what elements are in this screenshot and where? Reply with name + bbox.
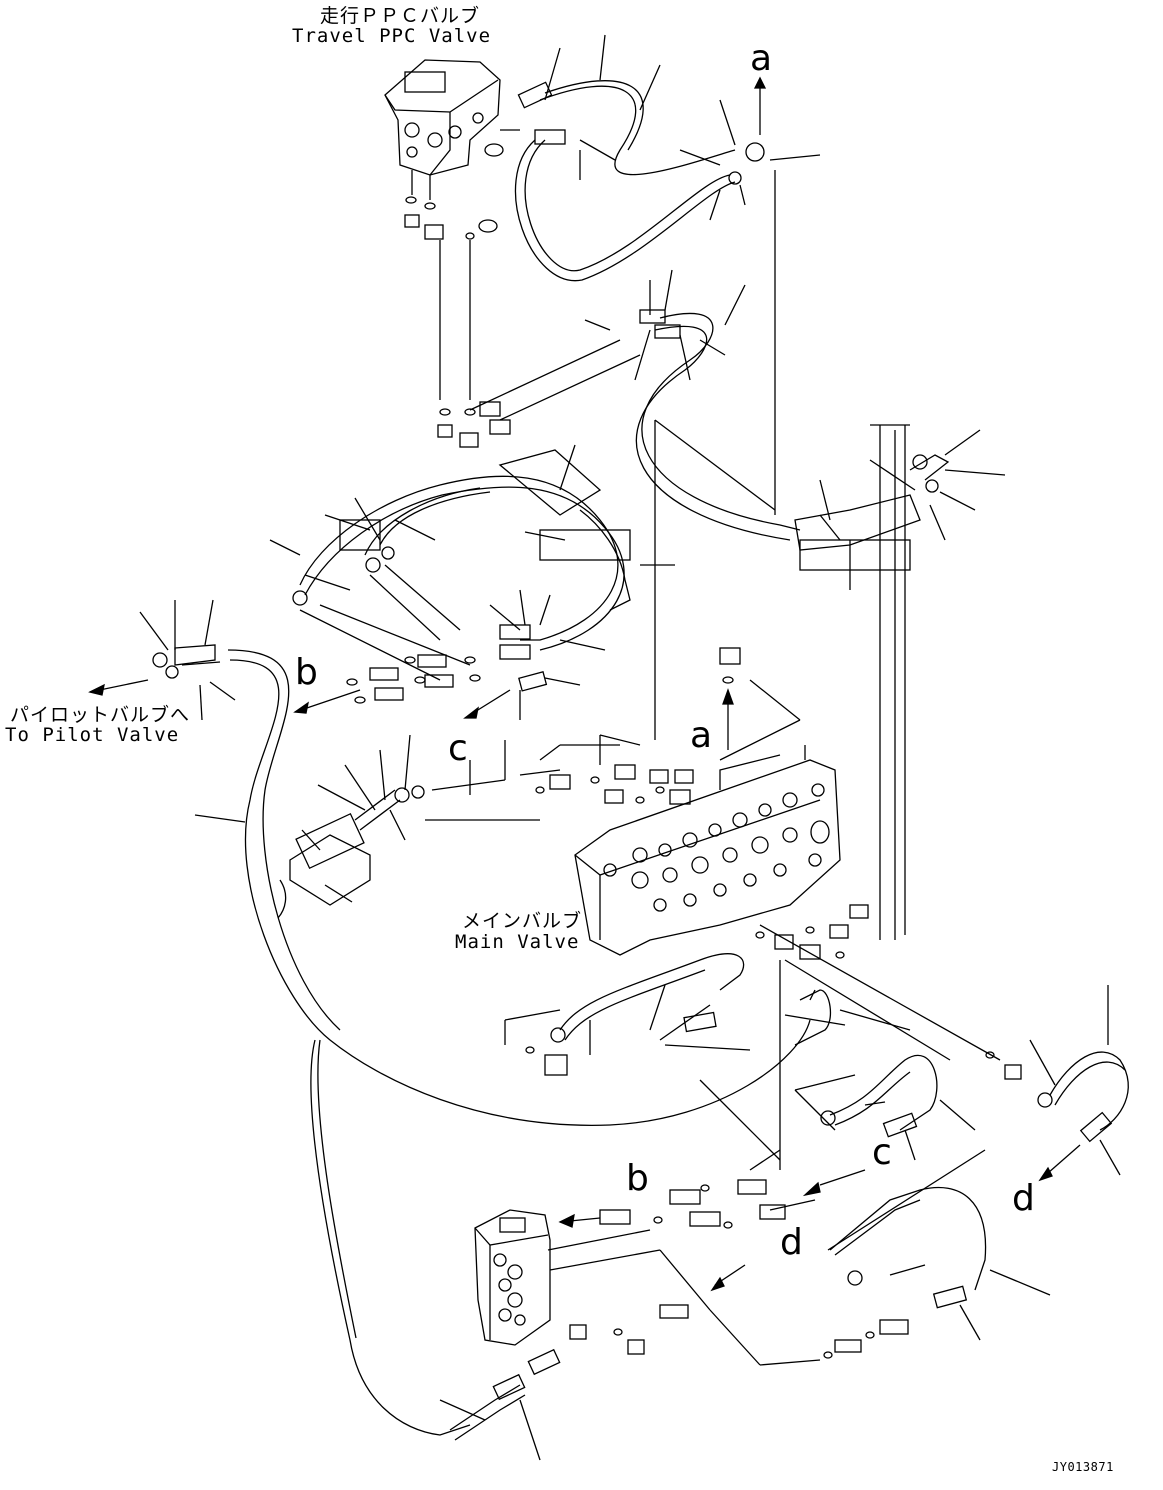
ref-letter-b-bottom: b xyxy=(626,1158,649,1199)
main-valve xyxy=(469,745,841,956)
pilot-valve-label-jp: パイロットバルブへ xyxy=(10,704,191,726)
ref-letter-c-top: c xyxy=(448,728,468,769)
pilot-hose-tail xyxy=(310,1039,561,1461)
left-hose-bundle xyxy=(269,444,675,720)
ref-letter-c-bottom: c xyxy=(872,1132,892,1173)
pilot-valve-block xyxy=(474,1149,866,1355)
ref-letter-d-bottom: d xyxy=(780,1222,803,1263)
main-valve-fittings xyxy=(535,647,1001,1170)
travel-ppc-valve xyxy=(384,59,504,400)
mid-left-assembly xyxy=(277,734,540,919)
pilot-valve-label-en: To Pilot Valve xyxy=(5,724,180,746)
drawing-code: JY013871 xyxy=(1052,1460,1114,1474)
pilot-hose xyxy=(88,599,811,1126)
travel-ppc-valve-label-jp: 走行ＰＰＣバルブ xyxy=(320,5,481,27)
ref-letter-a-top: a xyxy=(750,38,773,79)
ref-letter-b-top: b xyxy=(295,652,318,693)
main-valve-label-jp: メインバルブ xyxy=(462,910,583,932)
lower-hoses xyxy=(504,953,911,1161)
ref-letter-d-right: d xyxy=(1012,1178,1035,1219)
right-hoses xyxy=(709,985,1129,1366)
central-fittings xyxy=(293,654,511,719)
main-valve-label-en: Main Valve xyxy=(455,931,580,953)
travel-ppc-valve-label-en: Travel PPC Valve xyxy=(292,25,492,47)
ref-letter-a-main: a xyxy=(690,715,713,756)
upper-hose-bundle xyxy=(500,34,821,282)
middle-hose-loop xyxy=(437,170,1006,940)
